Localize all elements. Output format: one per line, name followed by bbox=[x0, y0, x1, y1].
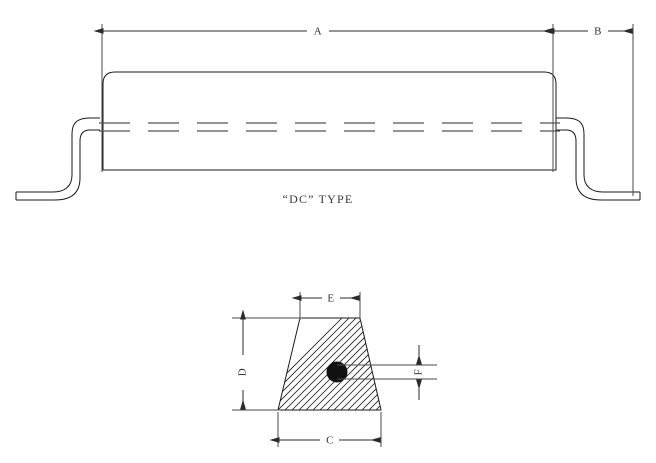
dimension-a: A bbox=[93, 26, 553, 38]
package-body-outline bbox=[102, 71, 557, 171]
right-lead-outer-edge bbox=[556, 117, 640, 193]
embedded-conductor bbox=[326, 361, 348, 383]
dimension-b-label: B bbox=[594, 26, 602, 38]
dimension-f: F bbox=[413, 345, 425, 400]
dimension-e-label: E bbox=[327, 293, 334, 305]
dimension-c-label: C bbox=[326, 435, 334, 447]
left-lead-outer-edge bbox=[16, 117, 100, 193]
dc-type-side-view: A B “DC” TYPE bbox=[15, 24, 641, 206]
section-trapezoid-outline bbox=[277, 317, 382, 411]
dimension-f-label: F bbox=[413, 369, 425, 376]
dimension-e: E bbox=[291, 293, 360, 305]
dimension-d: D bbox=[237, 309, 249, 410]
dimension-c: C bbox=[269, 435, 381, 447]
view-caption-dc-type: “DC” TYPE bbox=[283, 192, 354, 206]
internal-leadframe-centerlines bbox=[99, 122, 560, 132]
dimension-b: B bbox=[544, 26, 633, 38]
cross-section-view: E D F C bbox=[232, 292, 437, 447]
left-lead-inner-edge bbox=[16, 129, 100, 201]
dimension-a-label: A bbox=[314, 26, 322, 38]
dimension-d-label: D bbox=[237, 368, 249, 376]
right-lead-inner-edge bbox=[556, 129, 640, 201]
